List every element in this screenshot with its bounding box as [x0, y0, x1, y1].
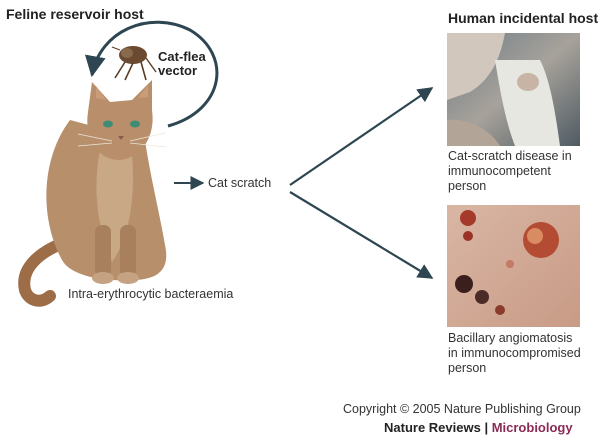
bacillary-angiomatosis-caption-line-1: Bacillary angiomatosis: [448, 331, 573, 345]
photo-bacillary-angiomatosis: [447, 205, 580, 327]
cat-scratch-disease-caption-line-1: Cat-scratch disease in: [448, 149, 572, 163]
feline-reservoir-host-title: Feline reservoir host: [6, 6, 144, 22]
cat-scratch-label: Cat scratch: [208, 176, 272, 190]
brand-separator: |: [480, 420, 492, 435]
intra-erythrocytic-bacteraemia-label: Intra-erythrocytic bacteraemia: [68, 287, 234, 301]
copyright-notice: Copyright © 2005 Nature Publishing Group: [343, 402, 581, 416]
bacillary-angiomatosis-caption-line-3: person: [448, 361, 487, 375]
cat-flea-vector-label: Cat-flea vector: [158, 50, 206, 78]
bacillary-angiomatosis-caption-line-2: in immunocompromised: [448, 346, 581, 360]
photo-cat-scratch-disease: [447, 33, 580, 146]
flea-cycle-arrow: [84, 20, 219, 128]
cat-scratch-disease-caption-line-2: immunocompetent: [448, 164, 551, 178]
flea-illustration: [111, 46, 157, 81]
arrow-to-bacillary-angiomatosis: [289, 191, 434, 279]
journal-brand: Nature Reviews | Microbiology: [384, 420, 573, 435]
cat-scratch-disease-caption: Cat-scratch disease in immunocompetent p…: [448, 149, 572, 194]
arrow-to-cat-scratch-disease: [289, 87, 434, 186]
bacillary-angiomatosis-caption: Bacillary angiomatosis in immunocompromi…: [448, 331, 581, 376]
cat-illustration: [18, 80, 167, 307]
human-incidental-host-title: Human incidental host: [448, 10, 599, 26]
journal-subject: Microbiology: [491, 420, 573, 435]
cat-scratch-disease-caption-line-3: person: [448, 179, 487, 193]
cat-flea-vector-line-2: vector: [158, 63, 198, 78]
cat-flea-vector-line-1: Cat-flea: [158, 49, 206, 64]
journal-name: Nature Reviews: [384, 420, 481, 435]
